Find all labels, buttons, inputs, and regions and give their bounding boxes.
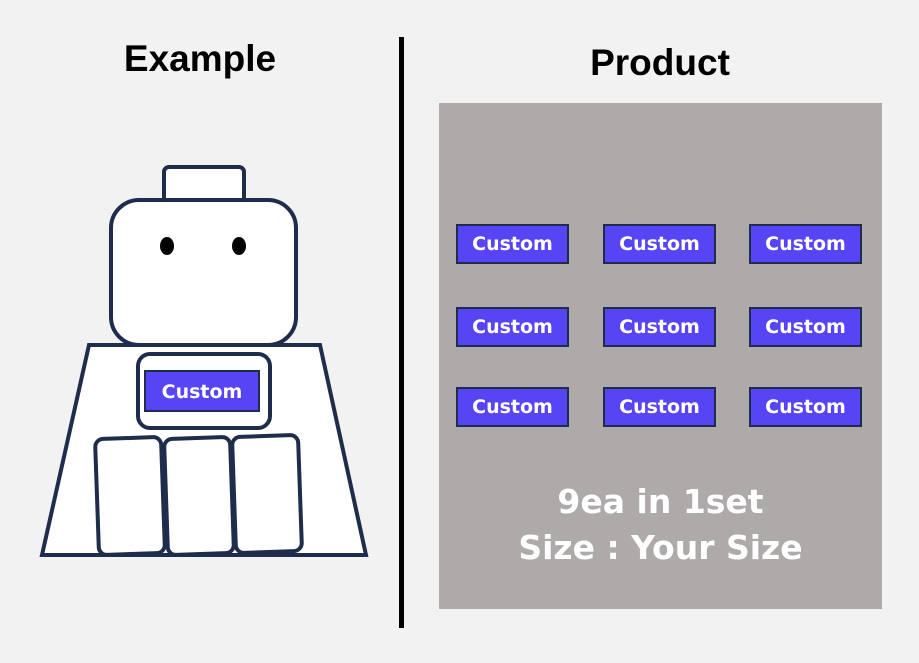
robot-card-left — [93, 435, 167, 557]
robot-card-right — [230, 433, 304, 555]
product-tag: Custom — [603, 307, 716, 347]
robot-left-eye — [160, 237, 174, 255]
example-title: Example — [123, 38, 277, 79]
robot-head — [109, 198, 298, 347]
product-tag: Custom — [603, 224, 716, 264]
robot-head-knob — [162, 165, 246, 205]
robot-card-middle — [162, 435, 236, 557]
product-tag: Custom — [456, 307, 569, 347]
product-tag: Custom — [456, 387, 569, 427]
size-text: Size : Your Size — [518, 528, 803, 567]
divider-line — [399, 37, 404, 628]
product-tag: Custom — [749, 224, 862, 264]
product-tag: Custom — [749, 307, 862, 347]
product-tag: Custom — [456, 224, 569, 264]
product-tag: Custom — [603, 387, 716, 427]
robot-chest-tag — [144, 370, 260, 412]
robot-figure: Custom — [39, 165, 369, 557]
product-panel — [439, 103, 882, 609]
robot-right-eye — [232, 237, 246, 255]
robot-chest-tag-label: Custom — [162, 381, 243, 403]
product-tag: Custom — [749, 387, 862, 427]
product-title: Product — [590, 42, 730, 83]
quantity-text: 9ea in 1set — [557, 482, 764, 521]
